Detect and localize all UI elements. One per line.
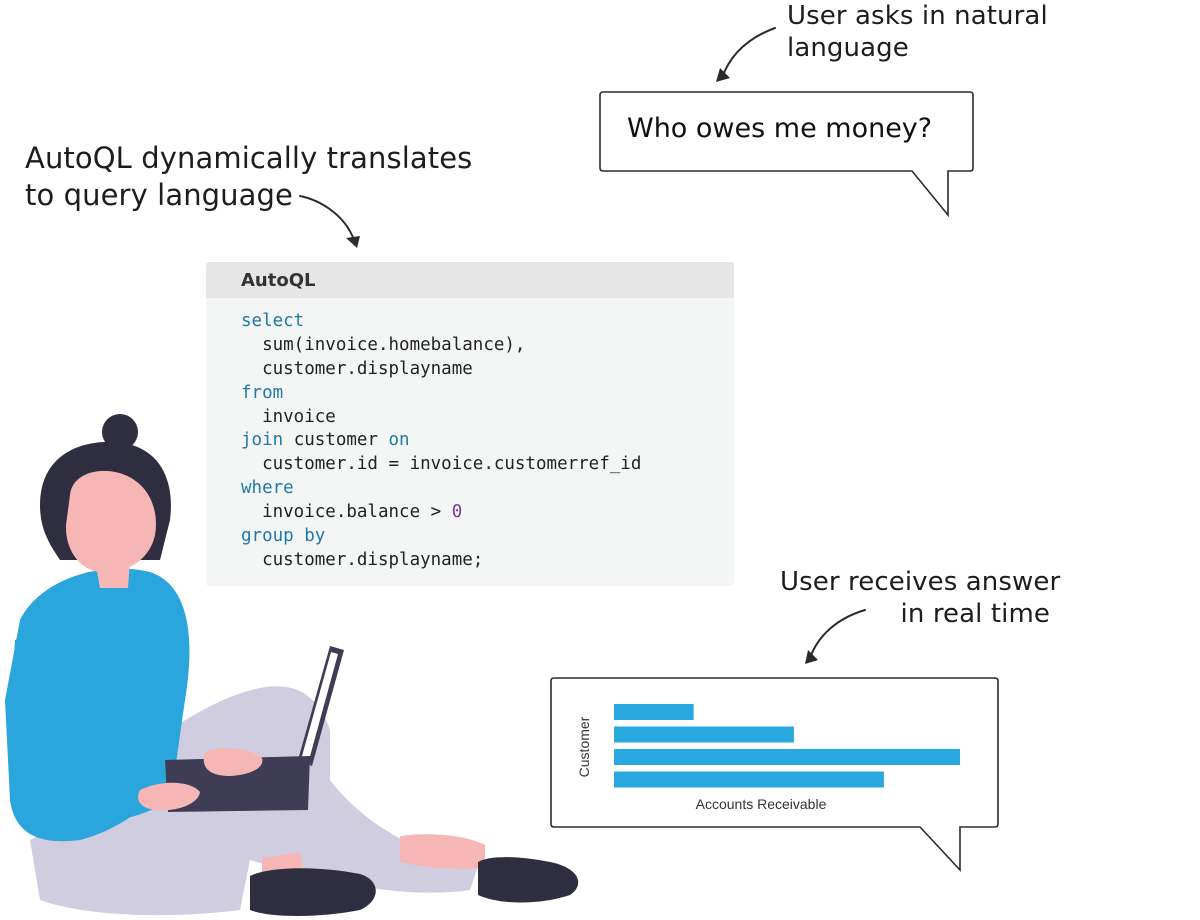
code-line: customer.displayname bbox=[241, 358, 734, 382]
caption-line: AutoQL dynamically translates bbox=[25, 141, 473, 175]
curved-arrow-icon-receive bbox=[809, 609, 866, 659]
code-text: customer bbox=[283, 430, 389, 451]
caption-line: language bbox=[787, 33, 909, 63]
chart-y-axis-label: Customer bbox=[576, 716, 592, 778]
curved-arrow-icon-translate bbox=[299, 195, 355, 241]
code-line: invoice.balance > 0 bbox=[241, 501, 734, 525]
caption-user-receives: User receives answer in real time bbox=[780, 566, 1061, 630]
code-line: select bbox=[241, 310, 734, 334]
chart-bar bbox=[614, 771, 884, 788]
arrowhead-ask bbox=[716, 68, 730, 82]
code-line: customer.displayname; bbox=[241, 549, 734, 573]
caption-translates: AutoQL dynamically translates to query l… bbox=[25, 140, 472, 214]
shoe-right bbox=[478, 857, 579, 903]
code-panel-title: AutoQL bbox=[206, 262, 734, 298]
laptop-screen-inner bbox=[302, 652, 338, 760]
chart-bar bbox=[614, 704, 694, 720]
code-line: customer.id = invoice.customerref_id bbox=[241, 453, 734, 477]
hand-right bbox=[203, 748, 263, 776]
chart-x-axis-label: Accounts Receivable bbox=[695, 796, 827, 812]
code-keyword: on bbox=[388, 430, 410, 451]
code-keyword: from bbox=[241, 382, 284, 403]
hand-left bbox=[138, 782, 200, 811]
arrowhead-translate bbox=[346, 236, 360, 248]
code-line: group by bbox=[241, 525, 734, 549]
shoe-left bbox=[250, 868, 376, 916]
code-text: invoice bbox=[241, 406, 336, 427]
face-shape bbox=[65, 470, 156, 573]
code-keyword: join bbox=[241, 430, 284, 451]
caption-line: in real time bbox=[900, 599, 1050, 629]
code-keyword: select bbox=[241, 311, 305, 331]
code-line: sum(invoice.homebalance), bbox=[241, 334, 734, 358]
ankle-shape bbox=[400, 834, 485, 869]
caption-user-asks: User asks in natural language bbox=[787, 0, 1048, 64]
question-text: Who owes me money? bbox=[627, 113, 933, 144]
code-keyword: where bbox=[241, 478, 294, 499]
code-text: invoice.balance > bbox=[241, 502, 452, 523]
caption-line: to query language bbox=[25, 178, 293, 212]
code-number: 0 bbox=[451, 502, 463, 523]
caption-line: User receives answer bbox=[780, 567, 1061, 597]
caption-line: User asks in natural bbox=[787, 1, 1048, 31]
code-line: join customer on bbox=[241, 429, 734, 453]
code-text: customer.id = invoice.customerref_id bbox=[241, 454, 642, 475]
chart-bar bbox=[614, 749, 960, 765]
code-line: from bbox=[241, 382, 734, 406]
arrowhead-receive bbox=[805, 650, 818, 664]
curved-arrow-icon-ask bbox=[721, 27, 776, 79]
code-line: invoice bbox=[241, 406, 734, 430]
code-text: customer.displayname; bbox=[241, 549, 484, 570]
laptop-base bbox=[165, 756, 310, 812]
autoql-code-panel: AutoQL select sum(invoice.homebalance), … bbox=[206, 262, 734, 586]
chart-bar bbox=[614, 726, 794, 743]
shirt-arm bbox=[14, 630, 170, 821]
code-text: customer.displayname bbox=[241, 358, 473, 379]
code-text: sum(invoice.homebalance), bbox=[241, 334, 526, 355]
neck-shape bbox=[95, 560, 130, 588]
code-body: select sum(invoice.homebalance), custome… bbox=[206, 298, 734, 573]
answer-bar-chart bbox=[614, 704, 960, 788]
hair-bun bbox=[102, 414, 138, 450]
code-line: where bbox=[241, 477, 734, 501]
code-keyword: group by bbox=[241, 526, 326, 547]
